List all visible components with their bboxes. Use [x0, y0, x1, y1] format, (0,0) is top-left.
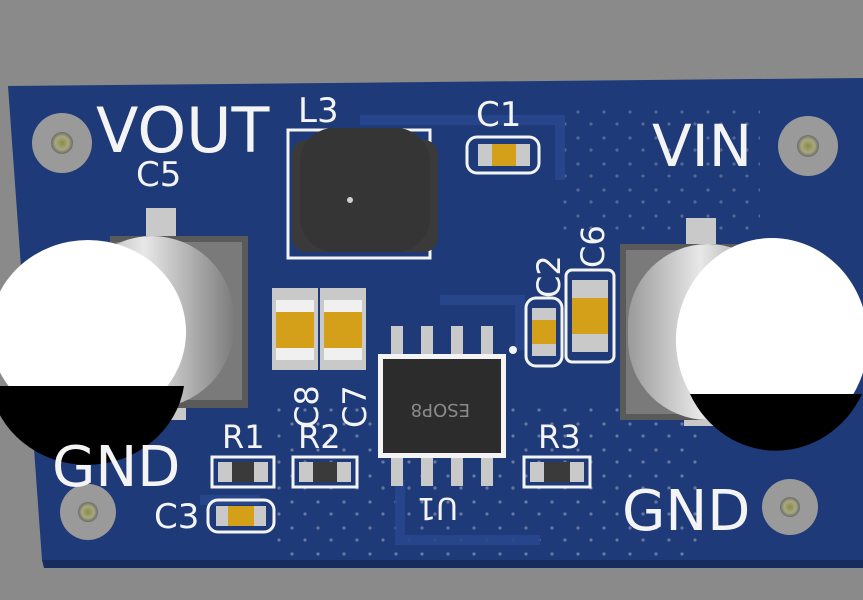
mounting-hole-top-left	[32, 113, 92, 173]
electrolytic-capacitor-right	[620, 218, 863, 451]
capacitor-c6	[564, 268, 616, 364]
ic-u1	[378, 326, 506, 486]
mounting-hole-top-right	[778, 116, 838, 176]
label-gnd-right: GND	[622, 479, 750, 544]
label-r3: R3	[538, 418, 581, 456]
label-l3: L3	[298, 91, 339, 131]
resistor-r3	[522, 455, 592, 489]
chip-marking: ESOP8	[411, 399, 470, 420]
capacitor-c8	[272, 288, 318, 370]
label-c1: C1	[476, 95, 521, 135]
label-c7: C7	[336, 385, 374, 428]
label-c8: C8	[288, 385, 326, 428]
label-vout: VOUT	[96, 94, 271, 167]
pin1-marker	[509, 346, 517, 354]
via-field	[560, 110, 760, 230]
capacitor-c2	[524, 296, 564, 368]
inductor-l3	[286, 128, 438, 260]
copper-traces	[200, 115, 565, 545]
mounting-hole-bottom-left	[60, 484, 116, 540]
label-r1: R1	[222, 418, 265, 456]
label-c3: C3	[154, 497, 199, 537]
pcb-board-edge	[42, 560, 863, 568]
label-r2: R2	[298, 418, 341, 456]
label-c6: C6	[574, 225, 612, 268]
electrolytic-capacitor-c5	[0, 208, 248, 465]
capacitor-c7	[320, 288, 366, 370]
label-c5: C5	[136, 155, 181, 195]
label-vin: VIN	[652, 112, 752, 180]
mounting-hole-bottom-right	[762, 479, 818, 535]
resistor-r2	[291, 455, 359, 489]
label-c2: C2	[530, 255, 568, 298]
label-u1: U1	[417, 490, 458, 525]
resistor-r1	[210, 455, 276, 489]
capacitor-c3	[206, 498, 276, 534]
capacitor-c1	[465, 135, 541, 175]
label-gnd-left: GND	[52, 435, 180, 500]
